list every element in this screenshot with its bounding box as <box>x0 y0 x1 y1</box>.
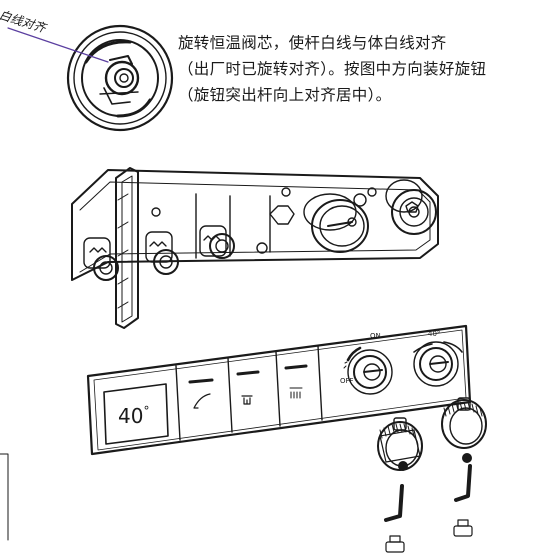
bath-spout-icon <box>241 395 253 405</box>
outlet-1 <box>83 237 119 281</box>
knob-right <box>441 397 487 449</box>
dial-on-label: ON <box>370 332 381 340</box>
temperature-value: 40 <box>118 404 144 428</box>
instruction-line-3: （旋钮突出杆向上对齐居中）。 <box>178 86 392 104</box>
outlet-3 <box>199 225 235 259</box>
temperature-display <box>103 383 169 445</box>
instruction-line-1: 旋转恒温阀芯，使杆白线与体白线对齐 <box>178 34 447 52</box>
dial-off-label: OFF <box>340 377 354 385</box>
overhead-shower-icon <box>289 387 303 399</box>
callout-pointer-line <box>7 27 109 63</box>
valve-knob-detail <box>7 24 174 132</box>
instruction-text: 旋转恒温阀芯，使杆白线与体白线对齐 （出厂时已旋转对齐）。按图中方向装好旋钮 （… <box>178 30 528 108</box>
temperature-dial <box>343 346 393 395</box>
screw-icon <box>385 519 473 553</box>
dial-temp-label: 40° <box>428 330 441 338</box>
handheld-shower-icon <box>193 393 211 409</box>
valve-body <box>71 169 439 281</box>
mounting-bracket <box>115 167 139 329</box>
instruction-line-2: （出厂时已旋转对齐）。按图中方向装好旋钮 <box>178 60 487 78</box>
border-fragment <box>0 453 9 541</box>
thermostatic-cartridge <box>303 193 369 253</box>
temperature-readout: 40° <box>118 404 149 428</box>
outlet-2 <box>145 231 179 275</box>
flow-cartridge <box>385 179 437 235</box>
flow-dial <box>413 341 463 387</box>
temperature-unit: ° <box>143 404 150 418</box>
hex-key-icon <box>384 453 472 522</box>
